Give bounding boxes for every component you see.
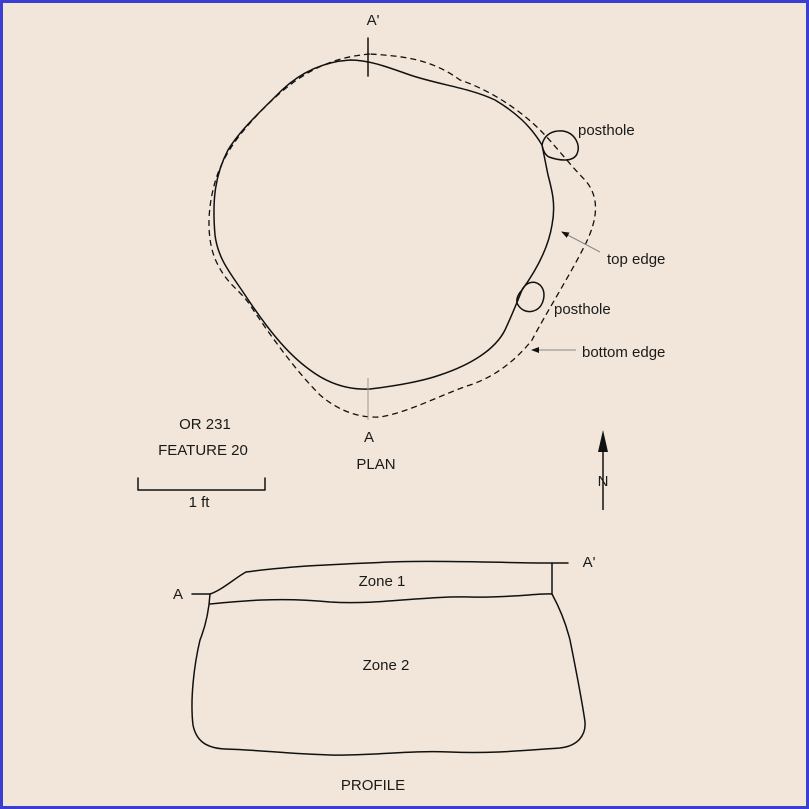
posthole-lower-label: posthole (554, 301, 611, 318)
plan-title: PLAN (356, 456, 395, 473)
posthole-lower (516, 281, 545, 313)
site-id: OR 231 (179, 416, 231, 433)
top-edge-outline (213, 59, 555, 390)
top-edge-leader (561, 231, 601, 253)
posthole-upper (541, 130, 579, 161)
scale-label: 1 ft (189, 494, 211, 511)
feature-number: FEATURE 20 (158, 442, 248, 459)
profile-label-a-prime: A' (583, 554, 596, 571)
profile-zone-boundary (209, 593, 553, 605)
north-arrow-icon (598, 430, 608, 452)
profile-surface-line (191, 560, 569, 595)
bottom-edge-label: bottom edge (582, 344, 665, 361)
profile-title: PROFILE (341, 777, 405, 794)
profile-pit-outline (191, 562, 586, 756)
top-edge-label: top edge (607, 251, 665, 268)
north-label: N (598, 473, 609, 490)
profile-label-a: A (173, 586, 183, 603)
section-label-a-prime: A' (367, 12, 380, 29)
scale-bar (137, 477, 266, 491)
zone-1-label: Zone 1 (359, 573, 406, 590)
bottom-edge-outline (208, 53, 597, 418)
posthole-upper-label: posthole (578, 122, 635, 139)
section-label-a: A (364, 429, 374, 446)
zone-2-label: Zone 2 (363, 657, 410, 674)
